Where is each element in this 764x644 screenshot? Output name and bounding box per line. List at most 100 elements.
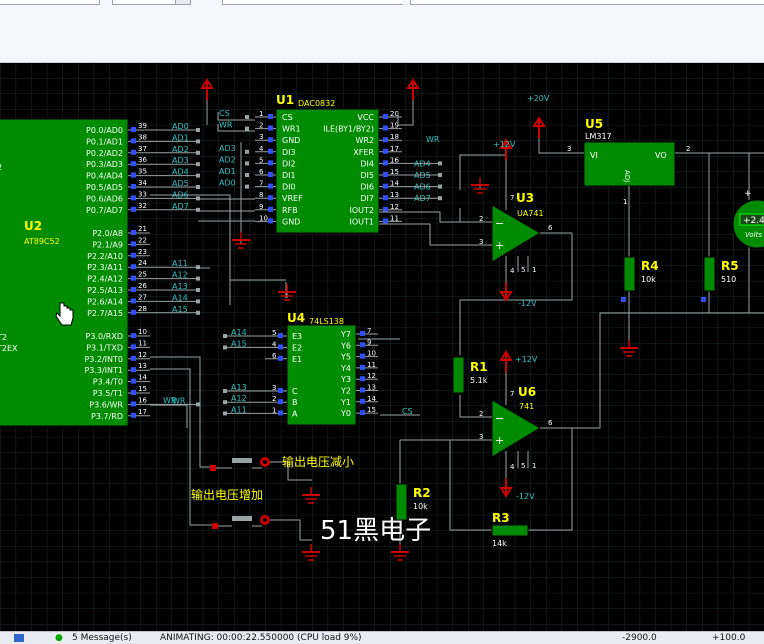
net-label: A14 xyxy=(231,328,247,337)
resistor-r4[interactable]: R4 10k xyxy=(623,256,659,292)
pin-name: DI6 xyxy=(360,183,374,192)
toolbar-field[interactable] xyxy=(0,0,100,5)
pin-number: 13 xyxy=(390,191,399,199)
resistor-r3[interactable]: R3 14k xyxy=(491,511,529,548)
pin-name: DI1 xyxy=(282,171,296,180)
u3-opamp[interactable]: U3 UA741 − + 2 3 6 7 4 5 1 xyxy=(479,160,572,292)
net-label: AD2 xyxy=(172,145,189,154)
pin-indicator xyxy=(621,297,626,302)
resistor-r5[interactable]: R5 510 xyxy=(703,256,739,292)
svg-text:+: + xyxy=(495,239,504,252)
u4-pin[interactable]: 9Y6 xyxy=(340,338,378,350)
resistor-r2[interactable]: R2 10k xyxy=(395,483,431,521)
pin-number: 7 xyxy=(259,180,263,188)
u5-regulator[interactable]: U5 LM317 VI VO ADJ 3 2 1 xyxy=(545,117,764,230)
button-decrease[interactable]: 输出电压减小 xyxy=(210,454,354,471)
pin-name: P0.0/AD0 xyxy=(86,126,123,135)
pin-number: 10 xyxy=(367,350,376,358)
pin-number: 17 xyxy=(390,145,399,153)
schematic-canvas[interactable]: U2 AT89C52 2 T2 T2EX 39P0.0/AD0AD038P0.1… xyxy=(0,63,764,631)
pin-number: 19 xyxy=(390,122,399,130)
chevron-down-icon[interactable] xyxy=(175,0,191,5)
pin-name: IOUT2 xyxy=(350,206,375,215)
pin-name: VCC xyxy=(357,113,374,122)
pin-number: 23 xyxy=(138,248,147,256)
net-label: AD3 xyxy=(172,156,189,165)
voltmeter[interactable]: +2.4 Volts + xyxy=(732,189,764,249)
net-label: A12 xyxy=(172,271,188,280)
toolbar-combo[interactable] xyxy=(112,0,176,5)
message-count[interactable]: 5 Message(s) xyxy=(72,633,132,643)
pin-number: 8 xyxy=(259,191,263,199)
u2-microcontroller[interactable]: U2 AT89C52 2 T2 T2EX 39P0.0/AD0AD038P0.1… xyxy=(0,118,200,427)
u4-pin[interactable]: 7Y7 xyxy=(340,327,378,339)
pin-name: GND xyxy=(282,136,300,145)
resistor-r1[interactable]: R1 5.1k xyxy=(452,356,488,394)
pin-name: P0.2/AD2 xyxy=(86,149,123,158)
u6-pin: 6 xyxy=(548,419,553,427)
r2-value: 10k xyxy=(413,502,428,511)
net-label: AD7 xyxy=(172,202,189,211)
pin-name: DI2 xyxy=(282,159,296,168)
coordinate-x: -2900.0 xyxy=(622,633,657,643)
button-increase[interactable]: 输出电压增加 xyxy=(191,487,270,529)
pin-name: P2.4/A12 xyxy=(87,275,123,284)
u5-pin-vo: 2 xyxy=(686,145,690,153)
